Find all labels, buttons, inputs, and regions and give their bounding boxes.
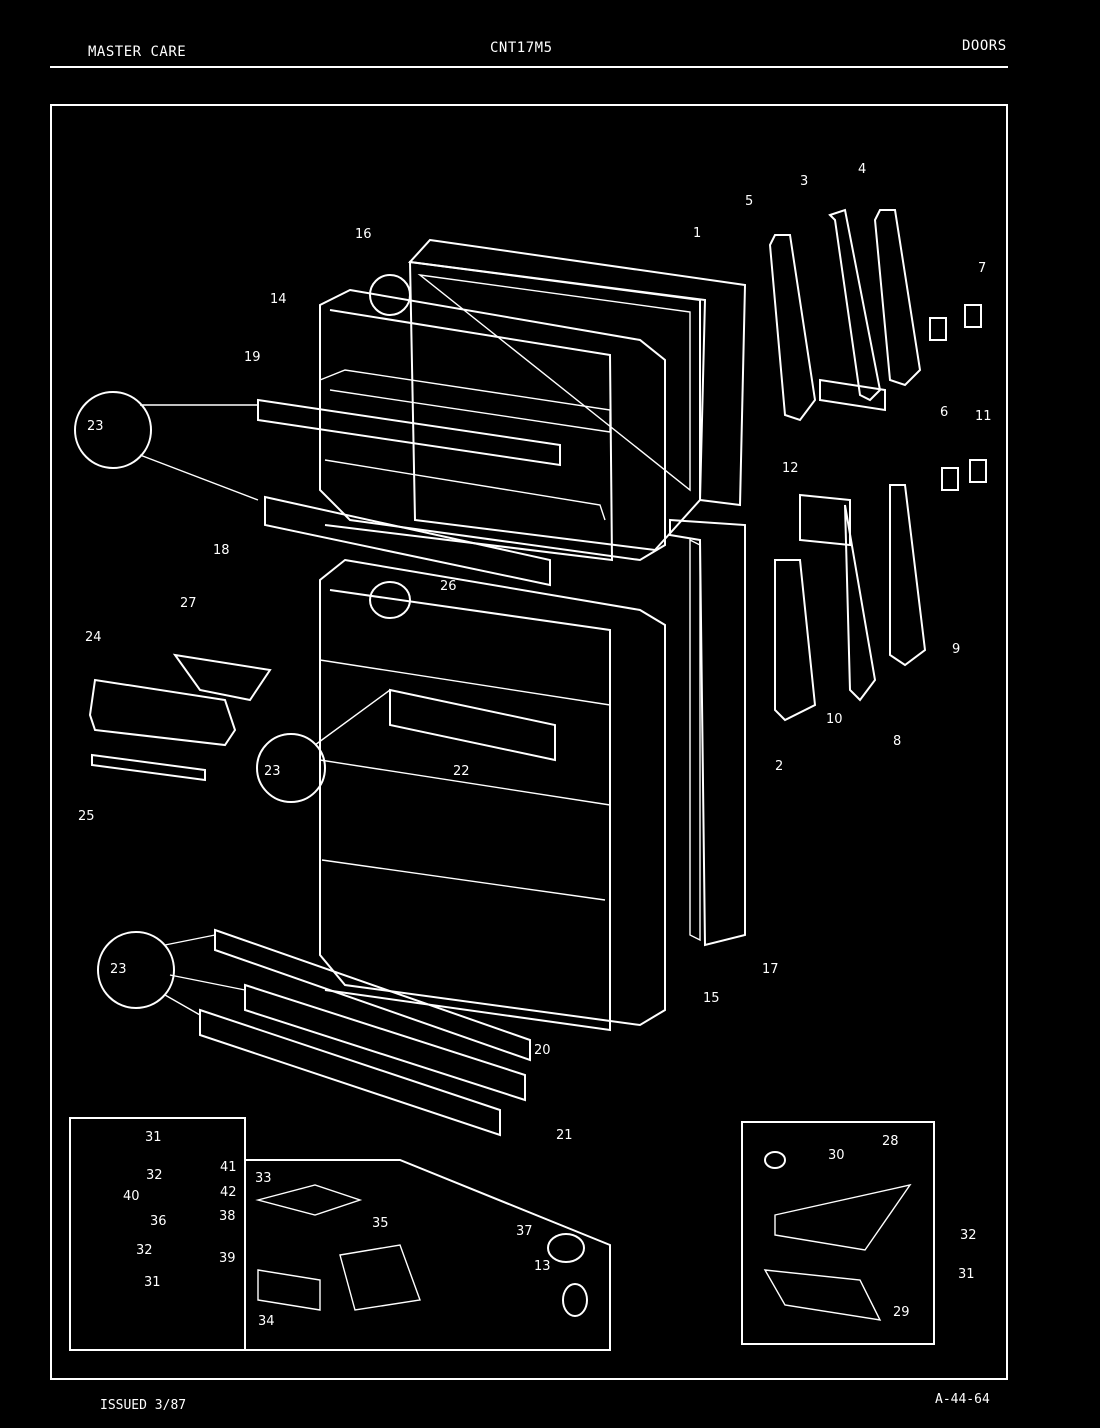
callout-32b: 32 xyxy=(136,1243,153,1258)
butter-compartment xyxy=(88,653,272,782)
callout-9: 9 xyxy=(952,642,960,657)
footer-page-code: A-44-64 xyxy=(935,1392,990,1407)
callout-13: 13 xyxy=(534,1259,551,1274)
door-shelf-bars xyxy=(199,398,561,1137)
header-rule xyxy=(50,66,1008,68)
callout-10: 10 xyxy=(826,712,843,727)
callout-30: 30 xyxy=(828,1148,845,1163)
header-brand: MASTER CARE xyxy=(88,44,187,60)
callout-3: 3 xyxy=(800,174,808,189)
callout-35: 35 xyxy=(372,1216,389,1231)
callout-21: 21 xyxy=(556,1128,573,1143)
callout-19: 19 xyxy=(244,350,261,365)
handles-and-hinges xyxy=(768,208,987,722)
callout-37: 37 xyxy=(516,1224,533,1239)
callout-14: 14 xyxy=(270,292,287,307)
callout-36: 36 xyxy=(150,1214,167,1229)
callout-31c: 31 xyxy=(958,1267,975,1282)
hardware-inset-left xyxy=(69,1117,611,1351)
callout-39: 39 xyxy=(219,1251,236,1266)
callout-2: 2 xyxy=(775,759,783,774)
callout-22: 22 xyxy=(453,764,470,779)
callout-5: 5 xyxy=(745,194,753,209)
hardware-inset-right xyxy=(741,1121,935,1345)
callout-27: 27 xyxy=(180,596,197,611)
callout-23c: 23 xyxy=(110,962,127,977)
freezer-door-outer xyxy=(407,238,747,552)
callout-34: 34 xyxy=(258,1314,275,1329)
callout-33: 33 xyxy=(255,1171,272,1186)
fresh-food-door-outer xyxy=(669,518,746,947)
callout-12: 12 xyxy=(782,461,799,476)
callout-11: 11 xyxy=(975,409,992,424)
callout-23b: 23 xyxy=(264,764,281,779)
callout-18: 18 xyxy=(213,543,230,558)
diagram-frame xyxy=(50,104,1008,1380)
callout-17: 17 xyxy=(762,962,779,977)
callout-32c: 32 xyxy=(960,1228,977,1243)
header-model: CNT17M5 xyxy=(490,40,553,56)
callout-4: 4 xyxy=(858,162,866,177)
callout-20: 20 xyxy=(534,1043,551,1058)
callout-7: 7 xyxy=(978,261,986,276)
callout-24: 24 xyxy=(85,630,102,645)
freezer-door-liner xyxy=(319,288,666,562)
callout-8: 8 xyxy=(893,734,901,749)
callout-26: 26 xyxy=(440,579,457,594)
callout-28: 28 xyxy=(882,1134,899,1149)
callout-labels: 1 2 3 4 5 6 7 8 9 10 11 12 13 14 15 16 1… xyxy=(78,162,992,1329)
callout-6: 6 xyxy=(940,405,948,420)
callout-16: 16 xyxy=(355,227,372,242)
callout-38: 38 xyxy=(219,1209,236,1224)
callout-40: 40 xyxy=(123,1189,140,1204)
header-section: DOORS xyxy=(962,38,1007,54)
callout-15: 15 xyxy=(703,991,720,1006)
callout-32a: 32 xyxy=(146,1168,163,1183)
callout-31a: 31 xyxy=(145,1130,162,1145)
callout-23a: 23 xyxy=(87,419,104,434)
callout-31b: 31 xyxy=(144,1275,161,1290)
callout-1: 1 xyxy=(693,226,701,241)
fresh-food-door-liner xyxy=(319,558,666,1032)
callout-42: 42 xyxy=(220,1185,237,1200)
callout-25: 25 xyxy=(78,809,95,824)
footer-issued: ISSUED 3/87 xyxy=(100,1398,187,1413)
detail-circles xyxy=(74,274,411,1016)
callout-29: 29 xyxy=(893,1305,910,1320)
callout-41: 41 xyxy=(220,1160,237,1175)
